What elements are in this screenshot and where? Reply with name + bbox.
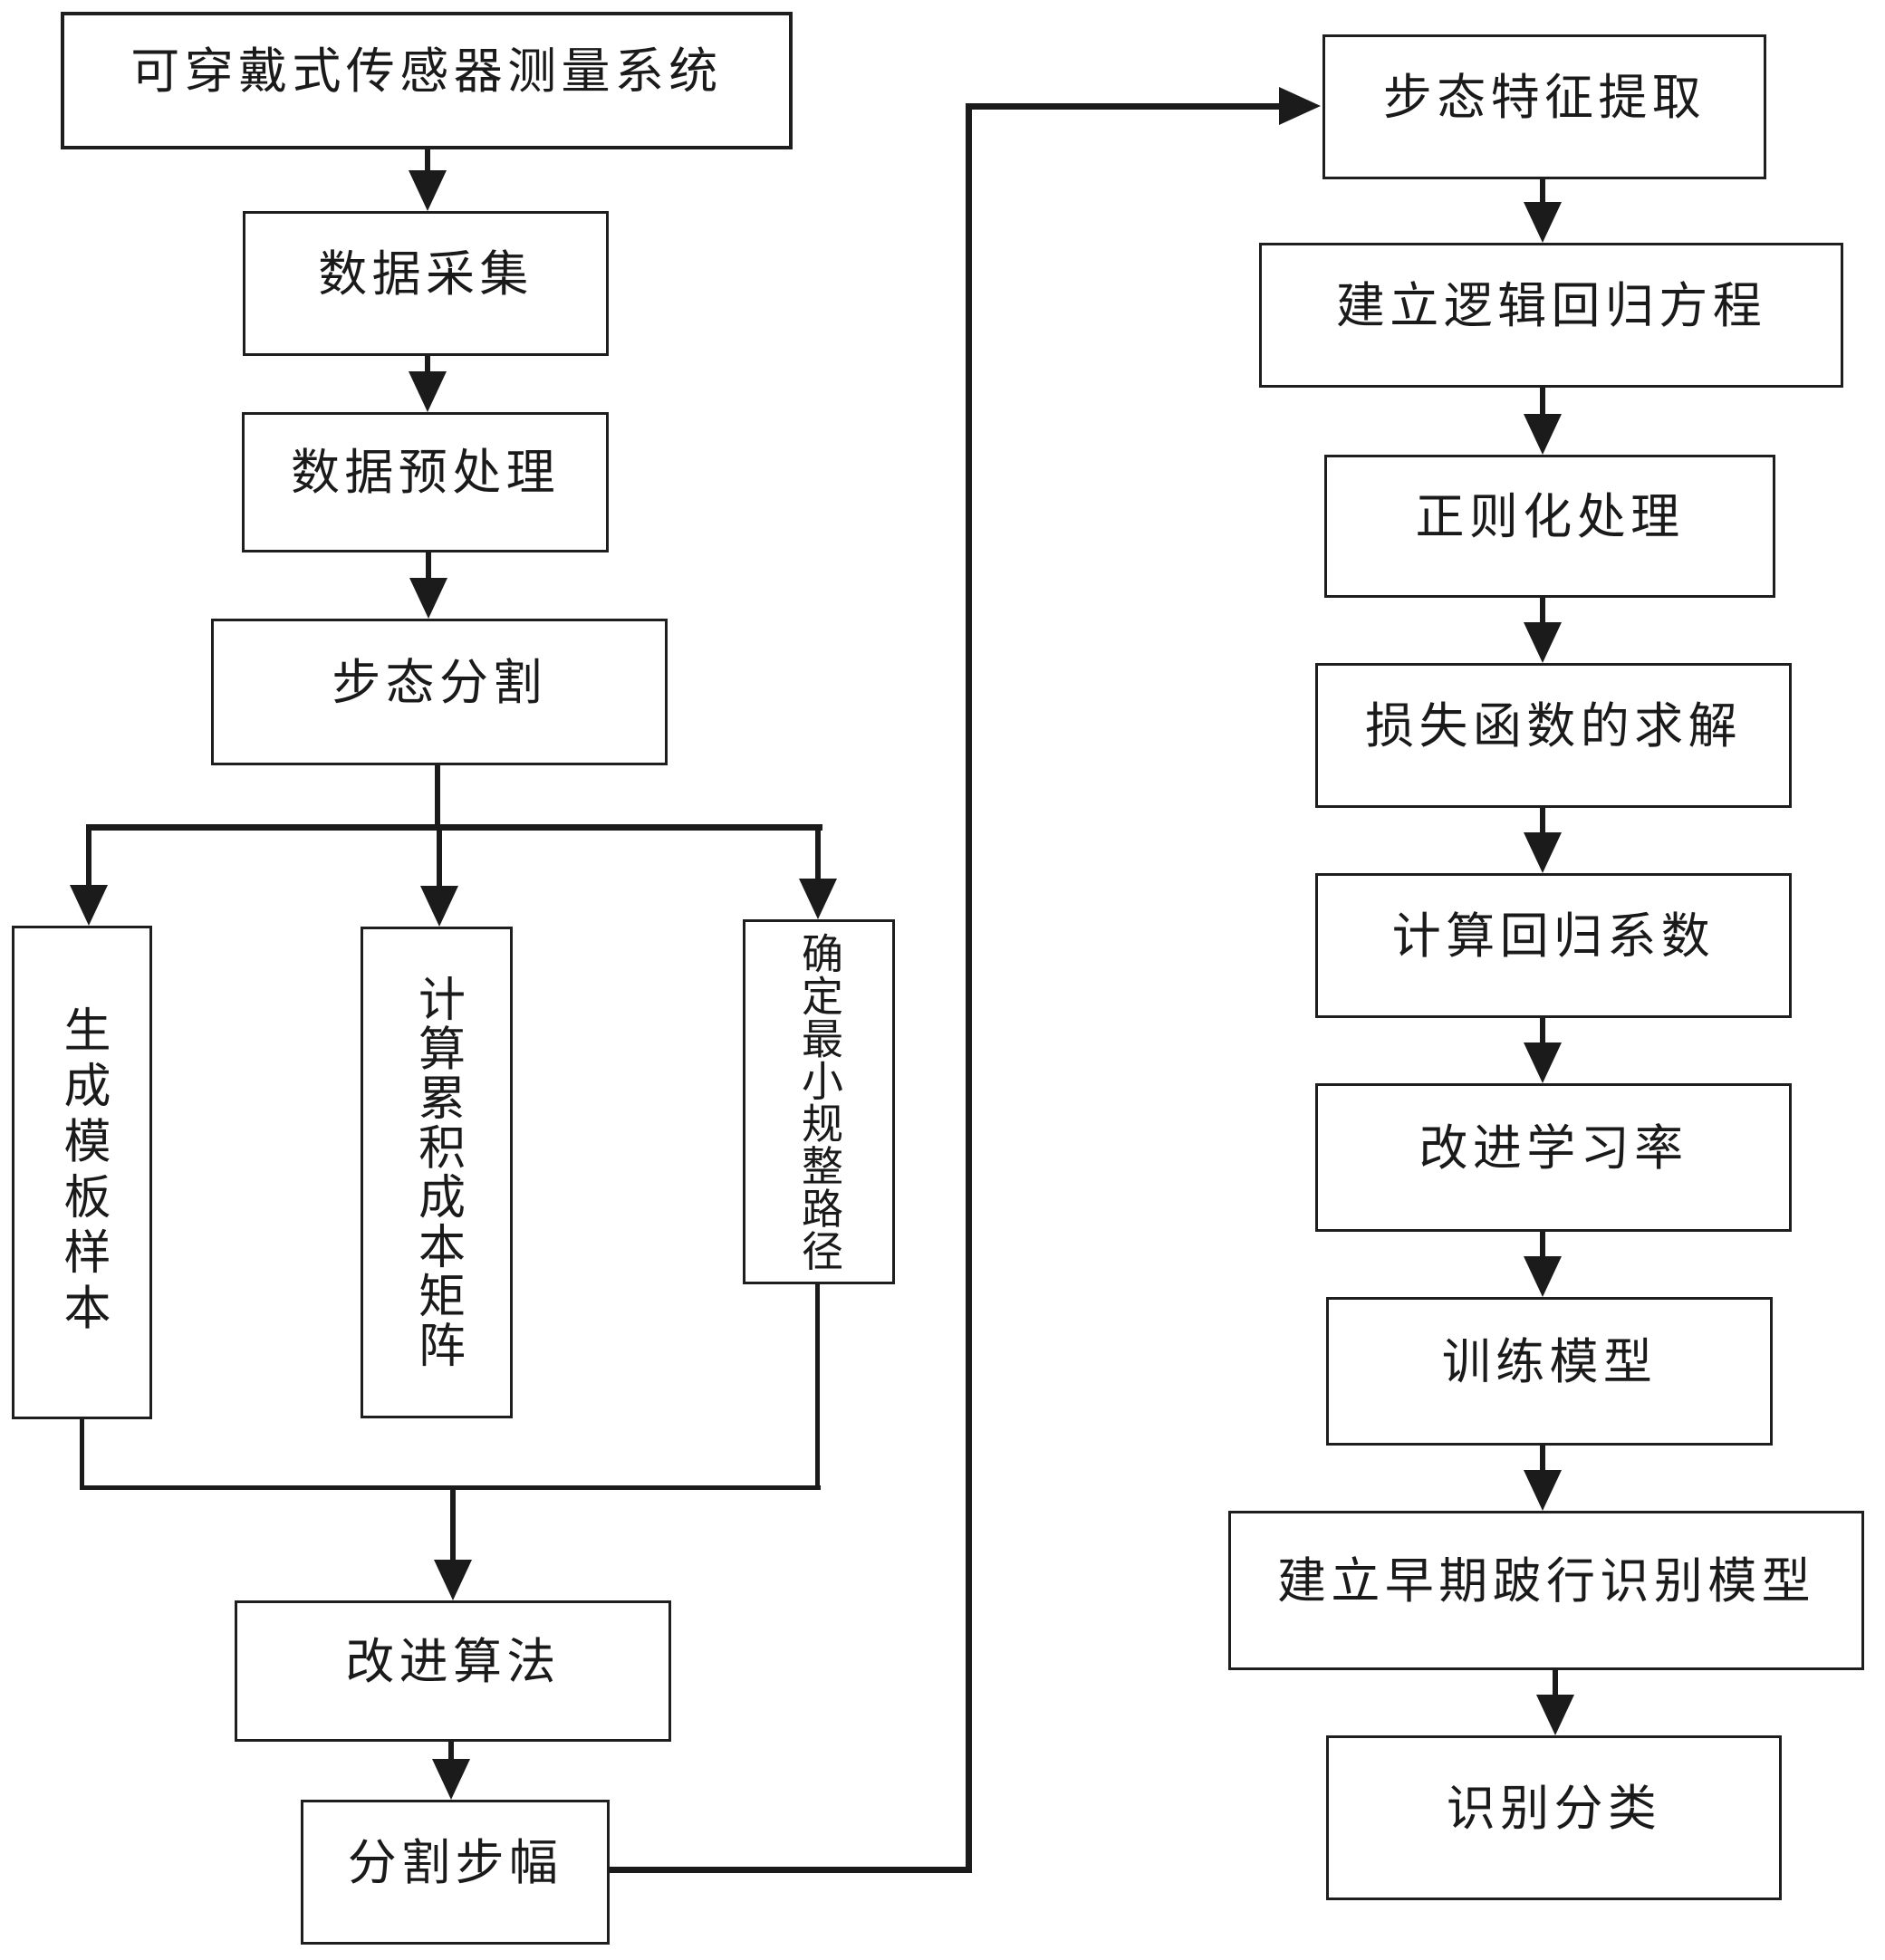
arrow-data-collection-to-preprocessing-arrowhead (409, 371, 447, 412)
arrow-loss-to-coefficients-arrowhead (1524, 832, 1562, 873)
arrow-train-to-lameness-model-arrowhead (1524, 1470, 1562, 1511)
arrow-lameness-model-to-classification-line (1553, 1670, 1558, 1695)
arrow-improved-algorithm-to-segment-stride-line (448, 1742, 454, 1759)
arrow-regularization-to-loss-line (1540, 598, 1545, 622)
arrow-preprocessing-to-gait-segmentation-line (426, 552, 431, 580)
flow-box-improve-learning-rate-label: 改进学习率 (1419, 1120, 1688, 1176)
flow-box-compute-cumulative-cost-matrix: 计算累积成本矩阵 (361, 927, 513, 1418)
flow-box-wearable-sensor-system: 可穿戴式传感器测量系统 (61, 12, 793, 149)
arrow-coefficients-to-learning-rate-arrowhead (1524, 1042, 1562, 1083)
arrow-regularization-to-loss-arrowhead (1524, 622, 1562, 663)
arrow-branch-to-warping-path-line (815, 831, 821, 879)
arrow-system-to-data-collection-arrowhead (409, 170, 447, 211)
arrow-lameness-model-to-classification-arrowhead (1536, 1695, 1574, 1735)
flow-box-build-early-lameness-model-label: 建立早期跛行识别模型 (1277, 1553, 1815, 1609)
flow-box-determine-min-warping-path-label: 确定最小规整路径 (796, 931, 842, 1273)
flow-box-data-preprocessing-label: 数据预处理 (291, 446, 560, 500)
arrow-logistic-to-regularization-arrowhead (1524, 414, 1562, 455)
connector-stride-horizontal-line (610, 1867, 972, 1873)
arrow-preprocessing-to-gait-segmentation-arrowhead (409, 578, 447, 619)
branch-stem-line (435, 765, 440, 830)
flow-box-generate-template-samples: 生成模板样本 (12, 926, 152, 1419)
flow-box-solve-loss-function-label: 损失函数的求解 (1365, 698, 1742, 754)
arrow-merge-to-improved-algorithm-arrowhead (434, 1560, 472, 1600)
arrow-system-to-data-collection-line (425, 149, 430, 172)
arrow-branch-to-cost-matrix-line (437, 831, 442, 886)
arrow-feature-extraction-to-logistic-arrowhead (1524, 202, 1562, 243)
arrow-train-to-lameness-model-line (1540, 1446, 1545, 1470)
flow-box-recognition-classification-label: 识别分类 (1446, 1781, 1662, 1836)
flow-box-build-early-lameness-model: 建立早期跛行识别模型 (1228, 1511, 1864, 1670)
flow-box-recognition-classification: 识别分类 (1326, 1735, 1782, 1900)
flow-box-gait-segmentation: 步态分割 (211, 619, 668, 765)
arrow-branch-to-warping-path-arrowhead (799, 879, 837, 919)
flow-box-improved-algorithm: 改进算法 (235, 1600, 671, 1742)
flow-box-build-logistic-regression-label: 建立逻辑回归方程 (1335, 278, 1767, 333)
flow-box-determine-min-warping-path: 确定最小规整路径 (743, 919, 895, 1284)
flow-box-generate-template-samples-label: 生成模板样本 (56, 1005, 108, 1340)
arrow-coefficients-to-learning-rate-line (1540, 1018, 1545, 1042)
connector-stride-top-horizontal-line (966, 103, 1279, 110)
flow-box-segment-stride-label: 分割步幅 (347, 1835, 563, 1890)
merge-right-vertical-line (815, 1284, 820, 1490)
arrow-branch-to-template-samples-arrowhead (70, 885, 108, 926)
flow-box-wearable-sensor-system-label: 可穿戴式传感器测量系统 (130, 43, 723, 99)
flow-box-compute-cumulative-cost-matrix-label: 计算累积成本矩阵 (410, 975, 463, 1370)
merge-left-vertical-line (80, 1419, 84, 1490)
arrow-branch-to-cost-matrix-arrowhead (420, 886, 458, 927)
flow-box-gait-feature-extraction-label: 步态特征提取 (1382, 70, 1707, 125)
flow-box-regularization-label: 正则化处理 (1415, 489, 1685, 544)
arrow-improved-algorithm-to-segment-stride-arrowhead (432, 1759, 470, 1800)
flow-box-build-logistic-regression: 建立逻辑回归方程 (1259, 243, 1843, 388)
arrow-branch-to-template-samples-line (86, 831, 91, 885)
branch-horizontal-line (86, 824, 822, 831)
flow-box-improved-algorithm-label: 改进算法 (345, 1634, 561, 1689)
arrow-logistic-to-regularization-line (1540, 388, 1545, 414)
flow-box-segment-stride: 分割步幅 (301, 1800, 610, 1945)
flow-box-gait-feature-extraction: 步态特征提取 (1322, 34, 1766, 179)
flow-box-compute-regression-coefficients: 计算回归系数 (1315, 873, 1792, 1018)
arrow-loss-to-coefficients-line (1540, 808, 1545, 832)
arrow-learning-rate-to-train-arrowhead (1524, 1256, 1562, 1297)
merge-horizontal-line (80, 1485, 821, 1490)
flow-box-solve-loss-function: 损失函数的求解 (1315, 663, 1792, 808)
flow-box-regularization: 正则化处理 (1324, 455, 1775, 598)
flow-box-improve-learning-rate: 改进学习率 (1315, 1083, 1792, 1232)
flow-box-data-collection: 数据采集 (243, 211, 609, 356)
arrow-data-collection-to-preprocessing-line (425, 356, 430, 373)
arrow-merge-to-improved-algorithm-line (450, 1490, 456, 1560)
flow-box-train-model-label: 训练模型 (1441, 1334, 1658, 1389)
flow-box-data-collection-label: 数据采集 (318, 246, 534, 302)
arrow-learning-rate-to-train-line (1540, 1232, 1545, 1256)
arrow-feature-extraction-to-logistic-line (1540, 179, 1545, 202)
flow-box-compute-regression-coefficients-label: 计算回归系数 (1391, 908, 1716, 964)
arrow-stride-to-feature-extraction-arrowhead (1279, 87, 1321, 125)
flow-box-data-preprocessing: 数据预处理 (242, 412, 609, 552)
flow-box-train-model: 训练模型 (1326, 1297, 1773, 1446)
flow-box-gait-segmentation-label: 步态分割 (332, 655, 547, 710)
connector-stride-vertical-line (966, 103, 972, 1873)
